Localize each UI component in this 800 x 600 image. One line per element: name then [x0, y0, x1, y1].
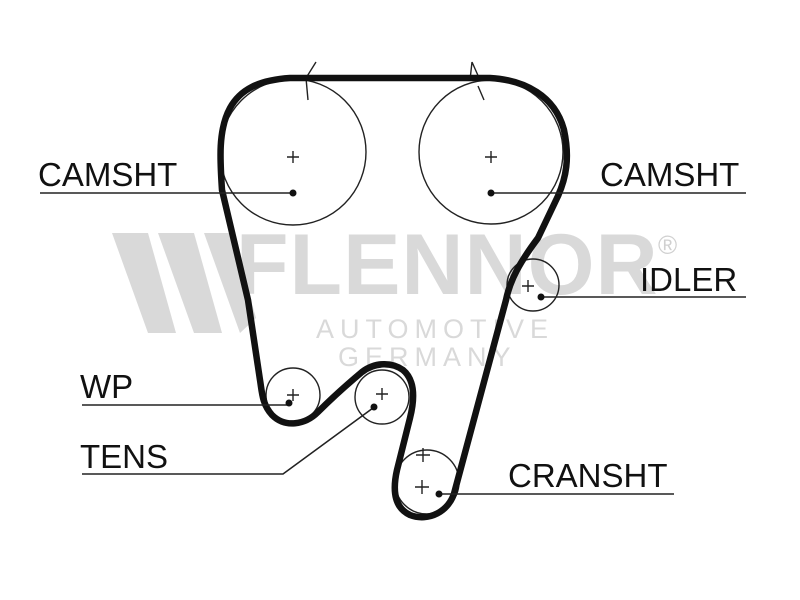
dot-crankshaft [435, 490, 443, 498]
timing-marks [305, 61, 485, 101]
tensioner-pulley [354, 369, 410, 425]
pulley-centre-marks [287, 151, 534, 494]
dot-camshaft-left [289, 189, 297, 197]
label-tensioner: TENS [80, 438, 168, 475]
component-labels: CAMSHT CAMSHT IDLER WP TENS CRANSHT [38, 156, 739, 494]
brand-logo-icon [112, 233, 256, 333]
dot-camshaft-right [487, 189, 495, 197]
label-crankshaft: CRANSHT [508, 457, 668, 494]
camshaft-right-cross-icon [485, 151, 497, 163]
dot-water-pump [285, 399, 293, 407]
leader-tensioner [82, 407, 374, 475]
label-idler: IDLER [640, 261, 737, 298]
leader-lines [40, 189, 746, 498]
water-pump-cross-icon [287, 389, 299, 401]
crankshaft-cross-icon [415, 448, 430, 494]
label-camshaft-right: CAMSHT [600, 156, 739, 193]
camshaft-left-cross-icon [287, 151, 299, 163]
brand-watermark: FLENNOR ® AUTOMOTIVE GERMANY [112, 217, 677, 372]
tensioner-cross-icon [376, 388, 388, 400]
timing-belt [217, 74, 571, 521]
dot-idler [537, 293, 545, 301]
label-camshaft-left: CAMSHT [38, 156, 177, 193]
idler-cross-icon [522, 280, 534, 292]
watermark-line1: AUTOMOTIVE [316, 314, 554, 344]
label-water-pump: WP [80, 368, 133, 405]
watermark-registered: ® [658, 230, 677, 260]
watermark-brand: FLENNOR [236, 217, 659, 313]
dot-tensioner [370, 403, 378, 411]
